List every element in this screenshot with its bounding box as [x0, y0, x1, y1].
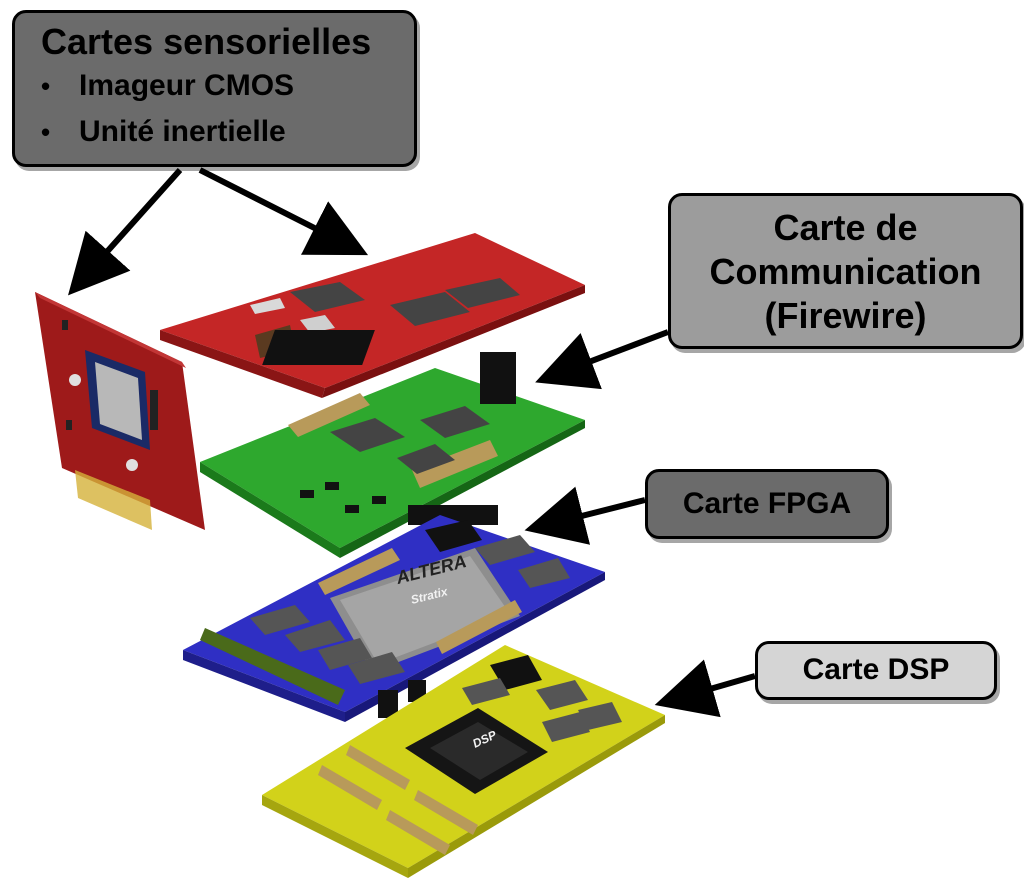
sensor-item-cmos: Imageur CMOS — [41, 63, 414, 109]
cmos-imager-board — [35, 292, 205, 530]
arrow-to-communication-board — [535, 329, 670, 390]
dsp-board: DSP — [262, 645, 665, 878]
board-spacer — [408, 680, 426, 702]
inertial-unit-board — [160, 233, 585, 398]
communication-board — [200, 352, 585, 558]
sensor-boards-list: Imageur CMOS Unité inertielle — [41, 63, 414, 155]
sensor-boards-title: Cartes sensorielles — [41, 21, 372, 62]
sensor-item-inertial: Unité inertielle — [41, 109, 414, 155]
communication-label-line-2: Communication — [709, 251, 982, 292]
communication-label-line-1: Carte de — [773, 207, 918, 248]
dsp-board-label: Carte DSP — [755, 641, 997, 700]
arrow-to-inertial-unit — [198, 167, 369, 256]
fpga-board-label: Carte FPGA — [645, 469, 889, 539]
arrow-to-fpga-board — [524, 486, 646, 545]
communication-label-line-3: (Firewire) — [764, 295, 927, 336]
arrow-to-cmos-imager — [68, 168, 183, 296]
arrow-to-dsp-board — [654, 659, 756, 718]
sensor-boards-label: Cartes sensorielles Imageur CMOS Unité i… — [12, 10, 417, 167]
communication-board-label: Carte de Communication (Firewire) — [668, 193, 1023, 349]
board-spacer — [378, 690, 398, 718]
